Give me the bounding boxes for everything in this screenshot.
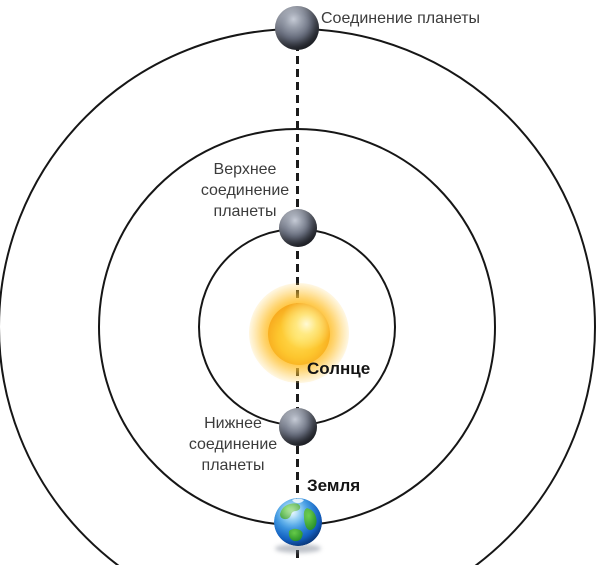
label-inferior-conjunction: Нижнее соединение планеты xyxy=(188,415,278,474)
sun-icon xyxy=(268,303,330,365)
planet-at-inferior-conjunction-icon xyxy=(279,408,317,446)
planet-at-conjunction-icon xyxy=(275,6,319,50)
label-sun: Солнце xyxy=(307,359,371,378)
label-superior-conjunction: Верхнее соединение планеты xyxy=(200,161,290,220)
earth-shading xyxy=(274,498,322,546)
earth-icon xyxy=(274,498,322,546)
label-planet-conjunction: Соединение планеты xyxy=(321,10,481,27)
label-earth: Земля xyxy=(307,476,361,495)
earth-shadow xyxy=(275,544,321,553)
planet-at-superior-conjunction-icon xyxy=(279,209,317,247)
earth-globe xyxy=(274,498,322,546)
